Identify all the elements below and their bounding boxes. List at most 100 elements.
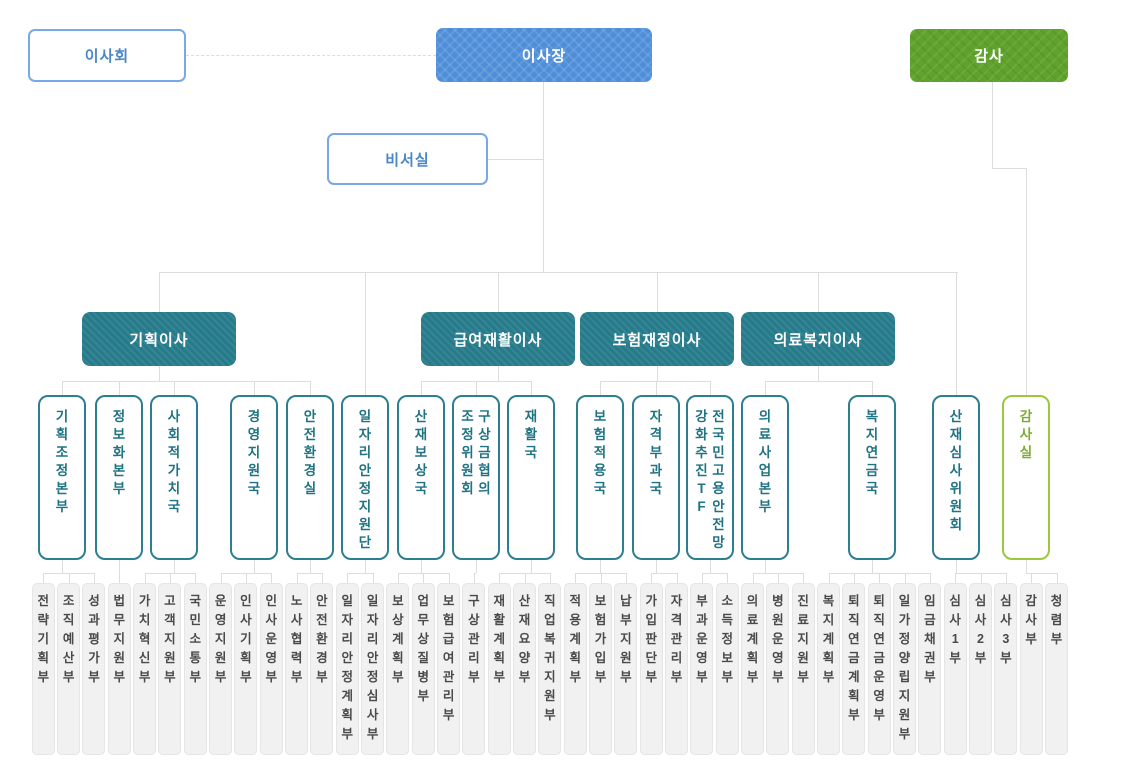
auditor-box: 감사 — [910, 29, 1068, 82]
connector-line — [498, 272, 499, 312]
connector-line — [929, 573, 931, 583]
connector-line — [62, 560, 63, 573]
connector-line — [879, 573, 881, 583]
connector-line — [1026, 560, 1027, 573]
connector-line — [159, 272, 958, 273]
board-of-directors-box: 이사회 — [28, 29, 186, 82]
connector-line — [347, 573, 349, 583]
connector-line — [651, 573, 677, 574]
connector-line — [657, 272, 658, 312]
benefits-rehab-director-box: 급여재활이사 — [421, 312, 575, 366]
board-of-directors-label: 이사회 — [84, 48, 130, 65]
connector-line — [818, 272, 819, 312]
connector-line — [765, 560, 766, 573]
connector-line — [575, 573, 626, 574]
connector-line — [347, 573, 373, 574]
connector-line — [656, 560, 657, 573]
chairman-box: 이사장 — [436, 28, 652, 82]
connector-line — [1005, 573, 1007, 583]
connector-line — [752, 573, 754, 583]
connector-line — [701, 573, 728, 574]
connector-line — [488, 159, 543, 160]
connector-line — [296, 573, 298, 583]
connector-line — [220, 573, 222, 583]
connector-line — [803, 573, 805, 583]
connector-line — [421, 560, 422, 573]
connector-line — [676, 573, 678, 583]
connector-line — [828, 573, 930, 574]
connector-line — [372, 573, 374, 583]
connector-line — [499, 573, 550, 574]
planning-director-label: 기획이사 — [129, 331, 189, 349]
connector-line — [423, 573, 425, 583]
connector-line — [296, 573, 322, 574]
connector-line — [68, 573, 70, 583]
insurance-finance-director-box: 보험재정이사 — [580, 312, 734, 366]
connector-line — [186, 55, 436, 57]
connector-line — [992, 168, 1026, 169]
connector-line — [254, 560, 255, 573]
connector-line — [1056, 573, 1058, 583]
connector-line — [473, 573, 476, 574]
connector-line — [710, 381, 711, 395]
connector-line — [651, 573, 653, 583]
connector-line — [119, 560, 120, 573]
connector-line — [62, 381, 310, 382]
connector-line — [1026, 573, 1057, 574]
